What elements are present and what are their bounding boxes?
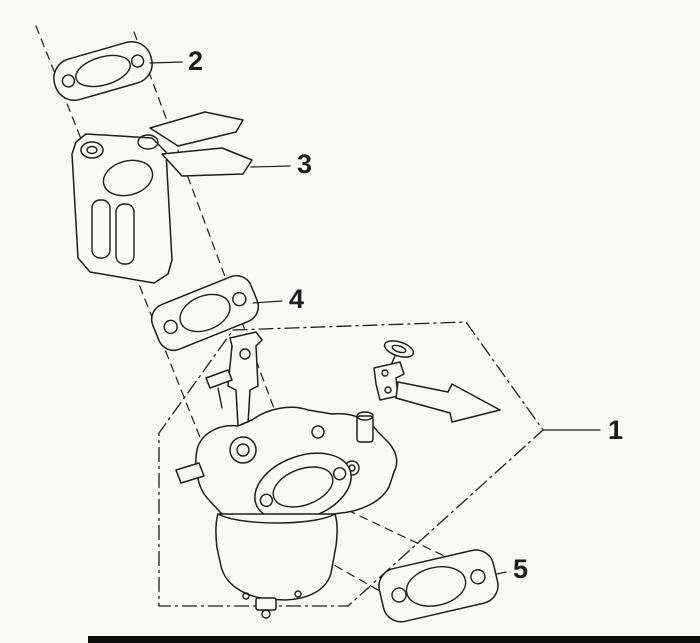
callout-label-1: 1 bbox=[608, 415, 623, 445]
part-5-gasket-bottom bbox=[378, 549, 499, 623]
part-4-gasket-middle bbox=[150, 274, 260, 352]
bottom-black-bar bbox=[88, 636, 700, 643]
callout-4: 4 bbox=[252, 284, 304, 314]
callout-5: 5 bbox=[496, 554, 528, 584]
callout-2: 2 bbox=[149, 46, 203, 76]
callout-1: 1 bbox=[542, 415, 623, 445]
callout-label-4: 4 bbox=[289, 284, 304, 314]
assembly-boundary-box bbox=[158, 321, 544, 607]
callout-label-5: 5 bbox=[513, 554, 528, 584]
part-3-insulator-spacer bbox=[71, 111, 253, 284]
part-1-carburetor-assembly bbox=[175, 331, 501, 619]
part-2-gasket-top bbox=[53, 41, 153, 101]
callout-label-3: 3 bbox=[297, 149, 312, 179]
callout-label-2: 2 bbox=[188, 46, 203, 76]
callout-3: 3 bbox=[250, 149, 312, 179]
